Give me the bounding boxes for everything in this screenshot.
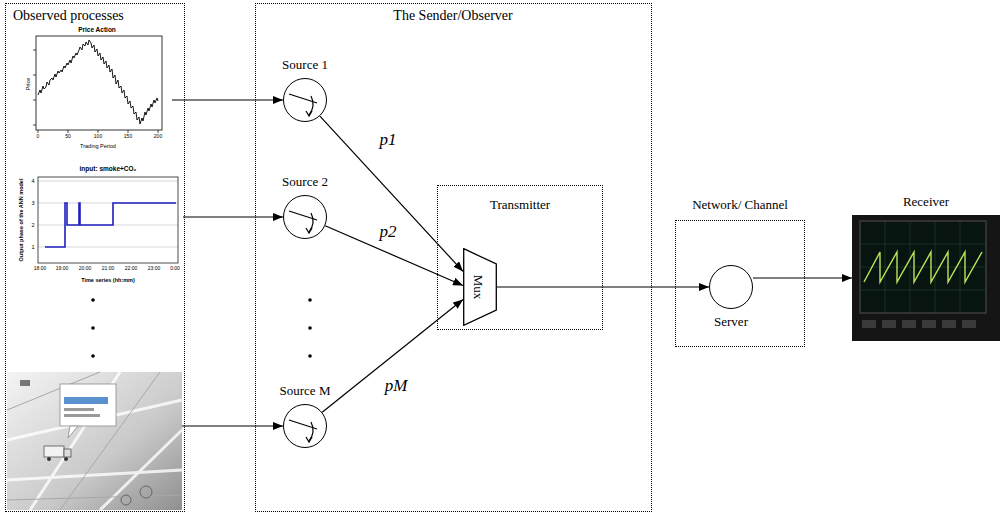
node-label: Source 1: [282, 58, 328, 72]
sender-observer-box: The Sender/ObserverSource 1 Source 2 Sourc…: [255, 3, 652, 512]
mux-shape: [464, 249, 497, 326]
source-switch: Source M: [283, 404, 327, 448]
node-label: Source M: [280, 384, 331, 398]
node-label: Transmitter: [490, 198, 550, 212]
smoke-chart: input: smoke+CO₂ Output phase of the ANN …: [15, 163, 183, 288]
chart-text: Price Action: [78, 26, 116, 33]
chart-text: 150: [124, 134, 132, 140]
connector-arrow: [172, 99, 283, 100]
connector-arrow: [753, 277, 852, 278]
chart-text: 100: [94, 134, 102, 140]
transmitter-box: TransmitterMux: [437, 185, 603, 330]
chart-text: Receiver: [903, 195, 949, 209]
chart-text: 18:00: [34, 266, 47, 272]
chart-text: 0:00: [170, 266, 180, 272]
probability-label: p1: [378, 131, 399, 150]
chart-text: 21:00: [102, 266, 115, 272]
probability-label: pM: [383, 377, 410, 396]
chart-text: 22:00: [125, 266, 138, 272]
connector-arrow: [182, 425, 283, 426]
network-channel-box: Network/ ChannelServer: [675, 220, 805, 347]
chart-text: Price: [25, 78, 31, 91]
chart-text: 23:00: [148, 266, 161, 272]
chart-text: 19:00: [56, 266, 69, 272]
connector-arrow: [183, 216, 283, 217]
chart-text: 200: [154, 134, 162, 140]
node-label: The Sender/Observer: [393, 8, 512, 23]
price-chart: [33, 36, 162, 133]
chart-text: Trading Period: [80, 143, 116, 149]
chart-text: 0: [37, 134, 40, 140]
chart-text: Time series (hh:mm): [81, 277, 135, 283]
connector-arrow: [322, 299, 463, 412]
probability-label: p2: [378, 223, 399, 242]
node-label: Observed processes: [13, 8, 124, 23]
chart-text: 3: [31, 200, 34, 206]
connector-arrow: [497, 286, 709, 287]
server-circle: Server: [709, 265, 753, 309]
chart-text: 4: [31, 178, 34, 184]
node-label: Network/ Channel: [692, 198, 788, 212]
observed-processes-box: Observed processesPrice ActionPriceTradi…: [5, 3, 185, 512]
map-picture: [7, 372, 182, 510]
receiver-oscilloscope: Receiver: [852, 215, 1000, 341]
node-label: Server: [714, 315, 748, 329]
chart-text: 50: [65, 134, 71, 140]
oscilloscope-picture: [852, 215, 1000, 341]
connector-arrow: [320, 116, 463, 271]
smoke-chart: [38, 177, 178, 263]
node-label: Source 2: [282, 175, 328, 189]
chart-text: 1: [31, 244, 34, 250]
continuation-dots: [91, 298, 312, 358]
map-picture: [7, 372, 182, 510]
price-chart: Price ActionPriceTrading Period 0 50 100 150…: [22, 22, 172, 152]
chart-text: 20:00: [79, 266, 92, 272]
node-label: Mux: [471, 275, 485, 300]
source-switch: Source 1: [283, 78, 327, 122]
source-switch: Source 2: [283, 195, 327, 239]
chart-text: Output phase of the ANN model: [18, 179, 24, 262]
chart-text: 2: [31, 222, 34, 228]
chart-text: input: smoke+CO₂: [80, 165, 137, 172]
mux-trapezoid: Mux: [463, 248, 497, 326]
